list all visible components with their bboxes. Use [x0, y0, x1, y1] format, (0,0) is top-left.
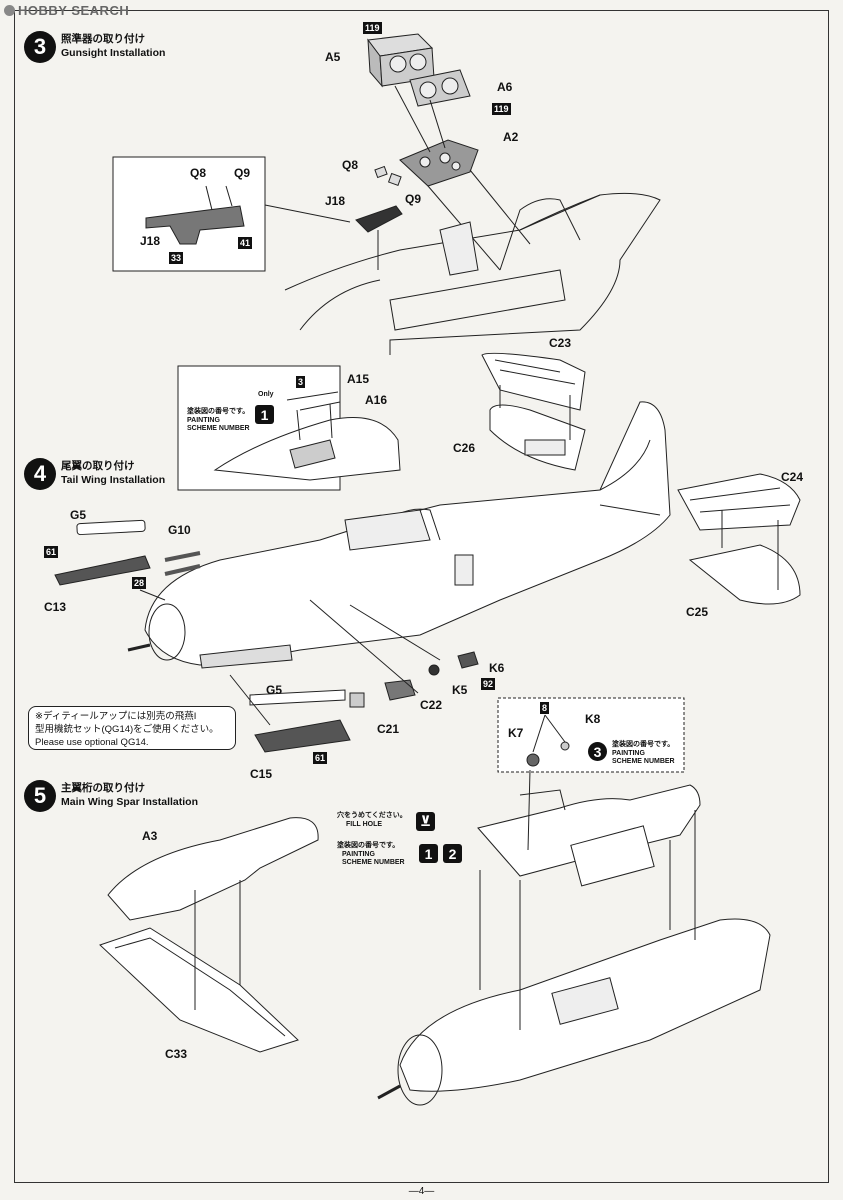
paint-tag: 119 — [363, 22, 382, 34]
part-label-a6: A6 — [497, 80, 513, 94]
scheme-number-badge: 1 — [255, 405, 274, 424]
part-label-g5-b: G5 — [266, 683, 283, 697]
tail-inset — [177, 365, 401, 491]
paint-tag: 8 — [540, 702, 550, 714]
part-label-q8: Q8 — [342, 158, 359, 172]
part-label-c22: C22 — [420, 698, 443, 712]
scheme-note-jp: 塗装図の番号です。 — [187, 408, 250, 415]
step-title-jp: 主翼桁の取り付け — [61, 782, 145, 794]
k-parts — [428, 651, 479, 676]
part-label-c25: C25 — [686, 605, 709, 619]
part-label-j18-inset: J18 — [140, 234, 161, 248]
paint-tag: 3 — [296, 376, 306, 388]
scheme-only-label: Only — [258, 391, 274, 398]
gun-note-line1: ※ディティールアップには別売の飛燕I — [35, 711, 197, 722]
gunsight-small-parts — [355, 165, 403, 270]
wing-and-fuselage-step5 — [377, 769, 771, 1106]
paint-tag: 61 — [313, 752, 328, 764]
gun-set-note: ※ディティールアップには別売の飛燕I 型用機銃セット(QG14)をご使用ください… — [28, 706, 236, 750]
scheme-note-en1: PAINTING — [187, 417, 220, 424]
part-label-g10: G10 — [168, 523, 191, 537]
part-label-q8-inset: Q8 — [190, 166, 207, 180]
fuselage-step4 — [127, 401, 671, 669]
part-label-k5: K5 — [452, 683, 468, 697]
paint-tag: 92 — [481, 678, 496, 690]
paint-tag: 41 — [238, 237, 253, 249]
scheme-note-en1: PAINTING — [342, 851, 375, 858]
paint-tag: 119 — [492, 103, 511, 115]
elevator-left — [481, 352, 586, 471]
step-3-header: 3 照準器の取り付け Gunsight Installation — [24, 31, 165, 63]
step-number: 3 — [24, 31, 56, 63]
step-title-jp: 照準器の取り付け — [61, 33, 145, 45]
part-label-k6: K6 — [489, 661, 505, 675]
elevator-right — [677, 473, 801, 605]
part-label-k7: K7 — [508, 726, 524, 740]
paint-tag: 61 — [44, 546, 59, 558]
part-label-a2: A2 — [503, 130, 519, 144]
fill-hole-icon: ⊻ — [416, 812, 435, 831]
scheme-number-badge: 2 — [443, 844, 462, 863]
page-number: —4— — [408, 1186, 435, 1197]
part-label-q9: Q9 — [405, 192, 422, 206]
scheme-number-badge: 1 — [419, 844, 438, 863]
part-label-c21: C21 — [377, 722, 400, 736]
scheme-note-en2: SCHEME NUMBER — [612, 758, 675, 765]
part-label-k8: K8 — [585, 712, 601, 726]
part-label-a16: A16 — [365, 393, 388, 407]
part-label-c24: C24 — [781, 470, 804, 484]
step-title-en: Tail Wing Installation — [61, 474, 166, 486]
part-label-q9-inset: Q9 — [234, 166, 251, 180]
part-label-c23: C23 — [549, 336, 572, 350]
part-label-a3: A3 — [142, 829, 158, 843]
paint-tag: 28 — [132, 577, 147, 589]
gun-note-line3: Please use optional QG14. — [35, 737, 149, 748]
watermark: HOBBY SEARCH — [4, 3, 129, 18]
gunsight-inset — [112, 156, 351, 272]
gun-note-line2: 型用機銃セット(QG14)をご使用ください。 — [35, 724, 219, 735]
scheme-note-en2: SCHEME NUMBER — [342, 859, 405, 866]
fill-hole-jp: 穴をうめてください。 — [337, 812, 407, 819]
part-label-a5: A5 — [325, 50, 341, 64]
exhaust-parts-step4 — [54, 519, 441, 753]
gunsight-plates — [367, 33, 531, 271]
paint-tag: 33 — [169, 252, 184, 264]
fill-hole-en: FILL HOLE — [346, 821, 383, 828]
step-number: 4 — [24, 458, 56, 490]
scheme-note-jp: 塗装図の番号です。 — [337, 842, 400, 849]
step-5-header: 5 主翼桁の取り付け Main Wing Spar Installation — [24, 780, 198, 812]
scheme-note-jp: 塗装図の番号です。 — [612, 741, 675, 748]
fuselage-step3 — [284, 192, 661, 355]
page-border — [14, 10, 829, 1183]
step-title-jp: 尾翼の取り付け — [61, 460, 135, 472]
step-4-header: 4 尾翼の取り付け Tail Wing Installation — [24, 458, 165, 490]
scheme-number-badge: 3 — [588, 742, 607, 761]
part-label-g5: G5 — [70, 508, 87, 522]
part-label-c15: C15 — [250, 767, 273, 781]
watermark-logo-icon — [4, 5, 15, 16]
scheme-note-en1: PAINTING — [612, 750, 645, 757]
part-label-j18: J18 — [325, 194, 346, 208]
step-title-en: Gunsight Installation — [61, 47, 166, 59]
wing-spar-left — [99, 817, 319, 1053]
part-label-c33: C33 — [165, 1047, 188, 1061]
k7-k8-inset — [497, 697, 685, 773]
step-title-en: Main Wing Spar Installation — [61, 796, 198, 808]
scheme-note-en2: SCHEME NUMBER — [187, 425, 250, 432]
part-label-c26: C26 — [453, 441, 476, 455]
step-number: 5 — [24, 780, 56, 812]
part-label-a15: A15 — [347, 372, 370, 386]
part-label-c13: C13 — [44, 600, 67, 614]
